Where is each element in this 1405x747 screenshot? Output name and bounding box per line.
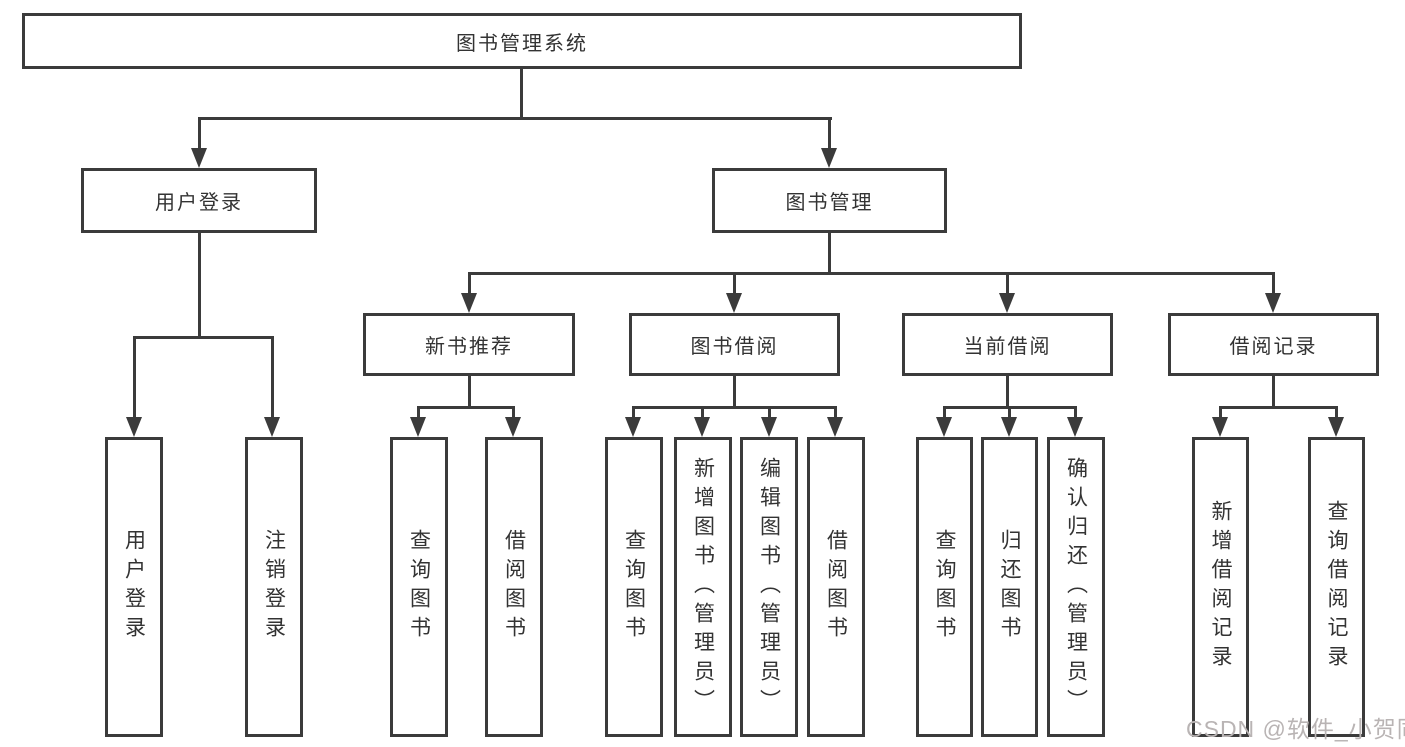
leaf-edit-books-admin-label: 编辑图书（管理员） <box>757 456 781 718</box>
arrowhead-down-icon <box>761 417 777 437</box>
connector-line <box>1272 272 1275 294</box>
node-book-borrowing-label: 图书借阅 <box>690 336 779 358</box>
leaf-user-login: 用户登录 <box>105 437 163 737</box>
arrowhead-down-icon <box>1265 293 1281 313</box>
connector-line <box>701 406 704 420</box>
connector-line <box>1006 272 1009 294</box>
arrowhead-down-icon <box>1328 417 1344 437</box>
leaf-query-books-3: 查询图书 <box>916 437 973 737</box>
connector-line <box>1219 406 1222 420</box>
arrowhead-down-icon <box>821 148 837 168</box>
arrowhead-down-icon <box>1001 417 1017 437</box>
leaf-query-books-3-label: 查询图书 <box>933 529 956 645</box>
arrowhead-down-icon <box>999 293 1015 313</box>
connector-line <box>1006 376 1009 407</box>
node-new-book-recommend-label: 新书推荐 <box>425 336 513 358</box>
connector-line <box>768 406 771 420</box>
connector-line <box>1219 406 1338 409</box>
arrowhead-down-icon <box>1212 417 1228 437</box>
connector-line <box>1272 376 1275 407</box>
leaf-add-borrow-record-label: 新增借阅记录 <box>1209 500 1232 674</box>
connector-line <box>828 117 831 150</box>
arrowhead-down-icon <box>936 417 952 437</box>
node-user-login: 用户登录 <box>81 168 317 233</box>
leaf-logout-login: 注销登录 <box>245 437 303 737</box>
leaf-query-borrow-record-label: 查询借阅记录 <box>1325 500 1348 674</box>
connector-line <box>733 272 736 294</box>
leaf-return-books-label: 归还图书 <box>998 529 1021 645</box>
leaf-confirm-return-admin-label: 确认归还（管理员） <box>1064 456 1088 718</box>
node-root: 图书管理系统 <box>22 13 1022 69</box>
node-book-borrowing: 图书借阅 <box>629 313 840 376</box>
connector-line <box>828 233 831 273</box>
connector-line <box>1008 406 1011 420</box>
node-book-management: 图书管理 <box>712 168 947 233</box>
arrowhead-down-icon <box>410 417 426 437</box>
connector-line <box>834 406 837 420</box>
connector-line <box>733 376 736 407</box>
leaf-query-borrow-record: 查询借阅记录 <box>1308 437 1365 737</box>
leaf-query-books-2: 查询图书 <box>605 437 663 737</box>
connector-line <box>632 406 836 409</box>
leaf-borrow-books-2: 借阅图书 <box>807 437 865 737</box>
connector-line <box>632 406 635 420</box>
connector-line <box>1074 406 1077 420</box>
leaf-confirm-return-admin: 确认归还（管理员） <box>1047 437 1105 737</box>
node-borrowing-records: 借阅记录 <box>1168 313 1379 376</box>
arrowhead-down-icon <box>694 417 710 437</box>
node-root-label: 图书管理系统 <box>456 32 588 55</box>
csdn-watermark: CSDN @软件_小贺同学 <box>1186 716 1405 742</box>
connector-line <box>1335 406 1338 420</box>
leaf-add-books-admin-label: 新增图书（管理员） <box>691 456 715 718</box>
arrowhead-down-icon <box>827 417 843 437</box>
arrowhead-down-icon <box>505 417 521 437</box>
node-current-borrowing-label: 当前借阅 <box>963 336 1052 358</box>
arrowhead-down-icon <box>625 417 641 437</box>
connector-line <box>943 406 946 420</box>
connector-line <box>198 117 832 120</box>
leaf-edit-books-admin: 编辑图书（管理员） <box>740 437 798 737</box>
connector-line <box>198 117 201 150</box>
connector-line <box>133 336 274 339</box>
arrowhead-down-icon <box>264 417 280 437</box>
connector-line <box>417 406 420 420</box>
leaf-query-books-2-label: 查询图书 <box>622 529 646 645</box>
leaf-borrow-books-1: 借阅图书 <box>485 437 543 737</box>
node-book-management-label: 图书管理 <box>785 192 874 214</box>
connector-line <box>271 336 274 419</box>
leaf-return-books: 归还图书 <box>981 437 1038 737</box>
leaf-query-books-1-label: 查询图书 <box>407 529 431 645</box>
arrowhead-down-icon <box>461 293 477 313</box>
leaf-add-books-admin: 新增图书（管理员） <box>674 437 732 737</box>
connector-line <box>520 69 523 117</box>
arrowhead-down-icon <box>1067 417 1083 437</box>
leaf-logout-login-label: 注销登录 <box>262 529 286 645</box>
connector-line <box>512 406 515 420</box>
arrowhead-down-icon <box>126 417 142 437</box>
connector-line <box>198 233 201 336</box>
connector-line <box>468 376 471 407</box>
leaf-query-books-1: 查询图书 <box>390 437 448 737</box>
leaf-user-login-label: 用户登录 <box>122 529 146 645</box>
node-borrowing-records-label: 借阅记录 <box>1229 336 1318 358</box>
connector-line <box>468 272 1275 275</box>
leaf-add-borrow-record: 新增借阅记录 <box>1192 437 1249 737</box>
arrowhead-down-icon <box>191 148 207 168</box>
leaf-borrow-books-1-label: 借阅图书 <box>502 529 526 645</box>
connector-line <box>417 406 515 409</box>
leaf-borrow-books-2-label: 借阅图书 <box>824 529 848 645</box>
node-new-book-recommend: 新书推荐 <box>363 313 575 376</box>
node-current-borrowing: 当前借阅 <box>902 313 1113 376</box>
connector-line <box>468 272 471 294</box>
node-user-login-label: 用户登录 <box>155 192 243 214</box>
connector-line <box>133 336 136 419</box>
arrowhead-down-icon <box>726 293 742 313</box>
